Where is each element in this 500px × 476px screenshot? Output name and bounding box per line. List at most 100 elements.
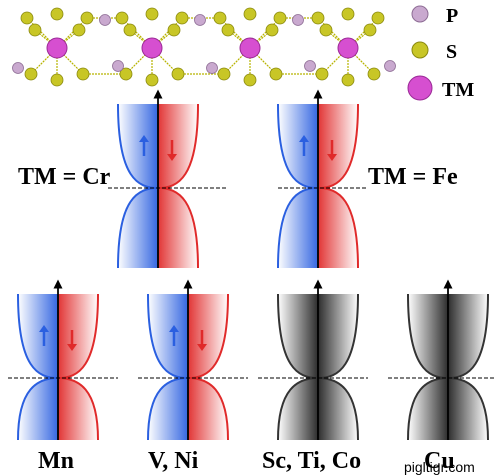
conduction-band-left xyxy=(278,294,318,378)
conduction-band-left xyxy=(18,294,58,378)
valence-band-left xyxy=(148,378,188,440)
spin-up-arrowhead-icon xyxy=(39,325,49,332)
panel-label-fe: TM = Fe xyxy=(368,164,458,190)
sulfur-atom xyxy=(20,11,34,25)
spin-down-arrowhead-icon xyxy=(327,154,337,161)
sulfur-atom xyxy=(76,67,90,81)
sulfur-atom xyxy=(221,23,235,37)
sulfur-atom xyxy=(50,7,64,21)
panel-label-cr: TM = Cr xyxy=(18,164,111,190)
band-panel xyxy=(108,89,228,269)
phosphorus-atom xyxy=(292,14,304,26)
phosphorus-atom xyxy=(206,62,218,74)
sulfur-atom xyxy=(145,7,159,21)
sulfur-atom xyxy=(243,73,257,87)
conduction-band-left xyxy=(278,104,318,188)
sulfur-atom xyxy=(167,23,181,37)
sulfur-atom xyxy=(243,7,257,21)
panel-label-cu: Cu xyxy=(424,448,455,474)
legend-s-atom-icon xyxy=(411,41,429,59)
conduction-band-right xyxy=(318,104,358,188)
tm-atom xyxy=(337,37,359,59)
band-panel xyxy=(138,279,248,441)
panel-label-sc-ti-co: Sc, Ti, Co xyxy=(262,448,361,474)
sulfur-atom xyxy=(213,11,227,25)
valence-edge-right xyxy=(447,377,489,441)
sulfur-atom xyxy=(315,67,329,81)
crystal-structure xyxy=(12,7,396,87)
spin-down-arrowhead-icon xyxy=(197,344,207,351)
sulfur-atom xyxy=(50,73,64,87)
sulfur-atom xyxy=(145,73,159,87)
conduction-band-right xyxy=(318,294,358,378)
valence-edge-right xyxy=(317,187,359,269)
conduction-band-right xyxy=(58,294,98,378)
conduction-band-left xyxy=(118,104,158,188)
spin-up-arrowhead-icon xyxy=(139,135,149,142)
conduction-band-left xyxy=(408,294,448,378)
valence-band-left xyxy=(278,188,318,268)
legend-tm-label: TM xyxy=(442,79,474,101)
sulfur-atom xyxy=(80,11,94,25)
sulfur-atom xyxy=(28,23,42,37)
sulfur-atom xyxy=(269,67,283,81)
spin-down-arrowhead-icon xyxy=(167,154,177,161)
sulfur-atom xyxy=(273,11,287,25)
phosphorus-atom xyxy=(384,60,396,72)
sulfur-atom xyxy=(115,11,129,25)
legend-p-label: P xyxy=(446,5,458,27)
band-panel xyxy=(388,279,495,441)
conduction-band-right xyxy=(158,104,198,188)
sulfur-atom xyxy=(217,67,231,81)
sulfur-atom xyxy=(341,73,355,87)
tm-atom xyxy=(141,37,163,59)
sulfur-atom xyxy=(311,11,325,25)
valence-band-right xyxy=(188,378,228,440)
spin-up-arrowhead-icon xyxy=(299,135,309,142)
phosphorus-atom xyxy=(194,14,206,26)
legend-p-atom-icon xyxy=(411,5,429,23)
sulfur-atom xyxy=(171,67,185,81)
sulfur-atom xyxy=(363,23,377,37)
sulfur-atom xyxy=(72,23,86,37)
valence-band-left xyxy=(18,378,58,440)
panel-label-mn: Mn xyxy=(38,448,74,474)
legend-s-label: S xyxy=(446,41,457,63)
phosphorus-atom xyxy=(99,14,111,26)
band-panel xyxy=(8,279,118,441)
sulfur-atom xyxy=(24,67,38,81)
sulfur-atom xyxy=(119,67,133,81)
conduction-band-right xyxy=(448,294,488,378)
valence-band-left xyxy=(118,188,158,268)
valence-band-right xyxy=(448,378,488,440)
sulfur-atom xyxy=(319,23,333,37)
sulfur-atom xyxy=(175,11,189,25)
valence-band-right xyxy=(318,188,358,268)
band-panel xyxy=(258,279,368,441)
valence-band-left xyxy=(408,378,448,440)
band-panels xyxy=(8,89,495,441)
phosphorus-atom xyxy=(12,62,24,74)
valence-band-right xyxy=(158,188,198,268)
sulfur-atom xyxy=(371,11,385,25)
spin-up-arrowhead-icon xyxy=(169,325,179,332)
sulfur-atom xyxy=(341,7,355,21)
sulfur-atom xyxy=(265,23,279,37)
sulfur-atom xyxy=(123,23,137,37)
watermark: pigltigr.com xyxy=(404,459,475,475)
band-panel xyxy=(277,89,368,269)
valence-edge-right xyxy=(317,377,359,441)
sulfur-atom xyxy=(367,67,381,81)
legend-tm-atom-icon xyxy=(407,75,433,101)
tm-atom xyxy=(239,37,261,59)
spin-down-arrowhead-icon xyxy=(67,344,77,351)
panel-label-v-ni: V, Ni xyxy=(148,448,199,474)
legend: P S TM xyxy=(407,5,474,101)
valence-band-right xyxy=(318,378,358,440)
phosphorus-atom xyxy=(304,60,316,72)
tm-atom xyxy=(46,37,68,59)
valence-band-right xyxy=(58,378,98,440)
conduction-band-right xyxy=(188,294,228,378)
valence-band-left xyxy=(278,378,318,440)
